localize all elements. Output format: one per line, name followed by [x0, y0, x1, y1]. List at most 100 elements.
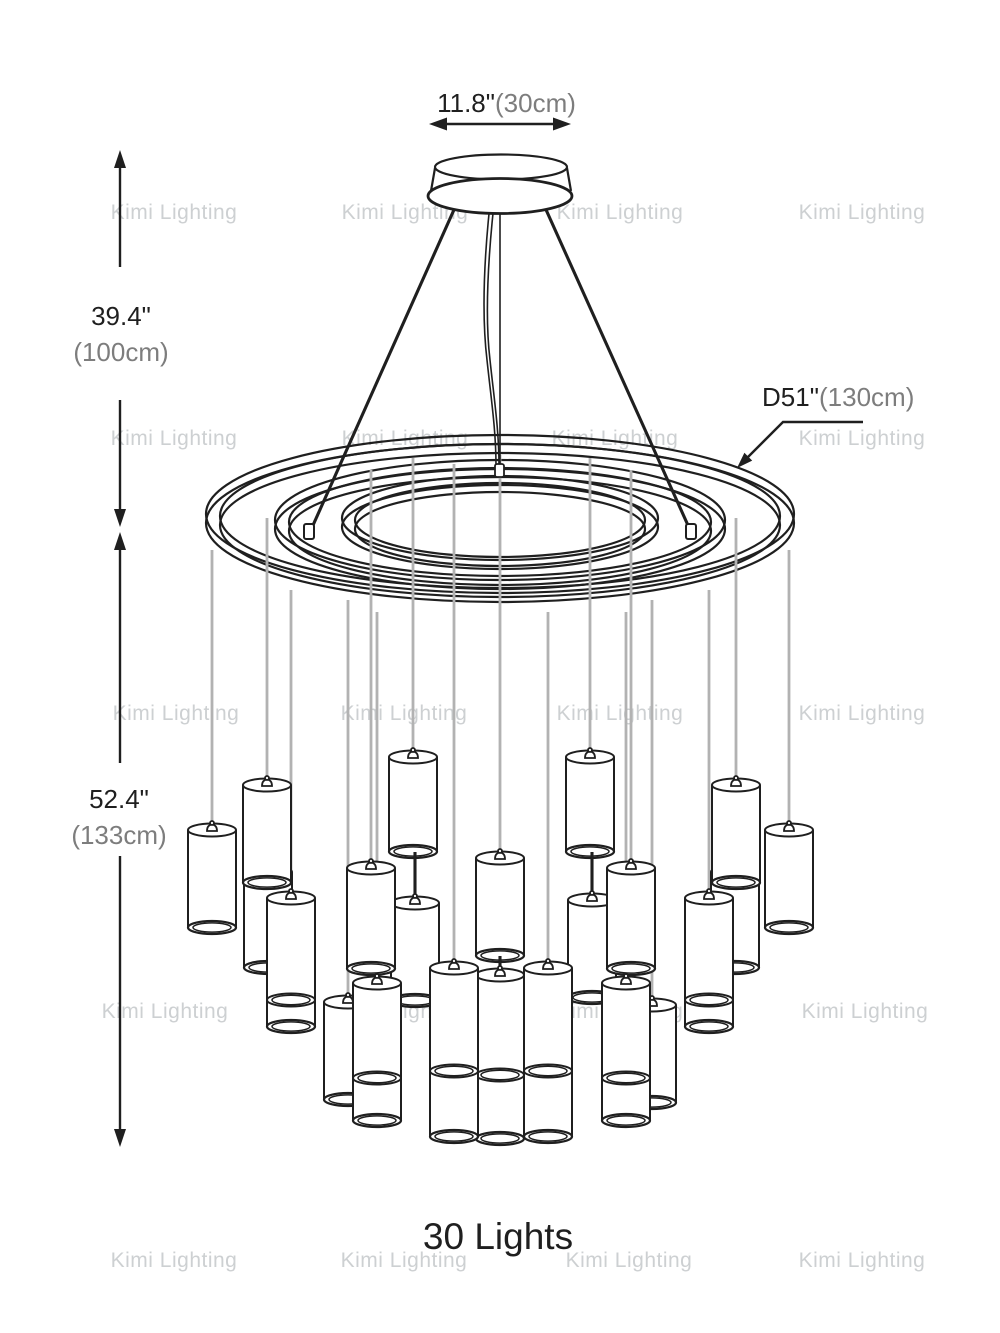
arrowhead-diagonal-icon	[737, 452, 753, 468]
dimension-fixture-height	[114, 532, 126, 1147]
pendant-inner-ring	[429, 1063, 479, 1079]
pendant-cap-nipple	[374, 973, 380, 979]
watermark-text: Kimi Lighting	[102, 1000, 229, 1023]
pendant-body-fill	[243, 778, 291, 890]
pendant-cap-nipple	[410, 747, 416, 753]
power-cord-second-line	[483, 185, 497, 467]
rod-connector-left	[303, 523, 315, 540]
pendant-cap-nipple	[209, 820, 215, 826]
arrowhead-left-icon	[429, 117, 447, 131]
dimension-ring-diameter-callout	[737, 420, 863, 468]
pendant-bottom-rim-inner	[689, 1021, 729, 1032]
suspension-rod-right	[541, 202, 693, 533]
hanging-height-value: 39.4"	[91, 301, 151, 331]
pendant-inner-ring	[266, 992, 316, 1008]
power-cord	[486, 185, 500, 467]
pendant-body-fill	[712, 778, 760, 890]
watermark-text: Kimi Lighting	[111, 201, 238, 224]
pendant-cap-nipple	[706, 888, 712, 894]
watermark-text: Kimi Lighting	[557, 201, 684, 224]
watermark-text: Kimi Lighting	[799, 1249, 926, 1272]
pendant-inner-ring-line	[434, 1065, 474, 1077]
canopy-side-left	[429, 167, 437, 192]
suspension-structure	[303, 153, 697, 540]
label-layer: 11.8" (30cm) 39.4" (100cm) 52.4" (133cm)…	[71, 88, 914, 1257]
pendant-inner-ring-line	[528, 1065, 568, 1077]
pendant-inner-ring	[684, 992, 734, 1008]
fixture-height-value: 52.4"	[89, 784, 149, 814]
pendant-body-fill	[391, 896, 439, 1007]
pendant-cap-nipple	[368, 858, 374, 864]
watermark-text: Kimi Lighting	[111, 427, 238, 450]
watermark-text: Kimi Lighting	[799, 702, 926, 725]
pendant-bottom-rim-inner	[357, 1115, 397, 1126]
pendant-body-fill	[607, 861, 655, 975]
pendant-bottom-rim-inner	[271, 1021, 311, 1032]
pendant-bottom-rim-inner	[480, 1133, 520, 1144]
watermark-text: Kimi Lighting	[341, 1249, 468, 1272]
pendant-cap-nipple	[451, 958, 457, 964]
pendant-body-fill	[524, 961, 572, 1143]
pendant-body-fill	[347, 861, 395, 975]
pendant-cap-nipple	[587, 747, 593, 753]
pendant-cap-nipple	[589, 890, 595, 896]
pendant-bottom-rim-inner	[528, 1131, 568, 1142]
watermark-text: Kimi Lighting	[799, 427, 926, 450]
pendant-bottom-rim-inner	[611, 963, 651, 974]
pendant-body-fill	[476, 851, 524, 962]
pendant-cap-nipple	[497, 848, 503, 854]
canopy-plate	[426, 177, 574, 215]
hanging-height-metric: (100cm)	[73, 337, 168, 367]
pendant-inner-ring	[523, 1063, 573, 1079]
pendant-cap-nipple	[345, 992, 351, 998]
arrowhead-down-icon	[114, 509, 126, 527]
pendant-inner-ring-line	[689, 994, 729, 1006]
pendant-body-fill	[765, 823, 813, 934]
light-count-caption: 30 Lights	[423, 1216, 573, 1257]
pendant-inner-ring	[601, 1070, 651, 1086]
pendant-cap-nipple	[497, 965, 503, 971]
pendant-body-fill	[476, 968, 524, 1145]
pendant-cap-nipple	[623, 973, 629, 979]
pendant-body-fill	[267, 891, 315, 1033]
rod-connector-right	[685, 523, 697, 540]
pendant-bottom-rim-inner	[570, 846, 610, 857]
arrowhead-right-icon	[553, 117, 571, 131]
ring-diameter-value: D51"	[762, 382, 819, 412]
dimension-canopy-width	[429, 117, 571, 131]
pendant-body-fill	[353, 976, 401, 1128]
canopy-side-right	[565, 167, 573, 192]
pendant-bottom-rim-inner	[247, 877, 287, 888]
canopy-top	[433, 153, 569, 181]
pendant-inner-ring-line	[357, 1072, 397, 1084]
pendant-cap-nipple	[288, 888, 294, 894]
ring-diameter-metric: (130cm)	[819, 382, 914, 412]
pendant-cap-nipple	[733, 775, 739, 781]
pendant-bottom-rim-inner	[393, 846, 433, 857]
pendant-cap-nipple	[264, 775, 270, 781]
fixture-height-metric: (133cm)	[71, 820, 166, 850]
arrowhead-up-icon	[114, 150, 126, 168]
pendant-inner-ring	[352, 1070, 402, 1086]
pendant-bottom-rim-inner	[192, 922, 232, 933]
canopy-width-value: 11.8"	[437, 88, 495, 118]
pendant-bottom-rim-inner	[606, 1115, 646, 1126]
watermark-text: Kimi Lighting	[342, 201, 469, 224]
watermark-text: Kimi Lighting	[799, 201, 926, 224]
pendant-body-fill	[430, 961, 478, 1143]
cord-connector	[494, 463, 505, 478]
pendant-cap-nipple	[786, 820, 792, 826]
pendant-bottom-rim-inner	[716, 877, 756, 888]
pendant-layer	[186, 747, 815, 1147]
watermark-text: Kimi Lighting	[557, 702, 684, 725]
watermark-text: Kimi Lighting	[341, 702, 468, 725]
dimension-hanging-height	[114, 150, 126, 527]
arrowhead-down-icon	[114, 1129, 126, 1147]
pendant-cap-nipple	[545, 958, 551, 964]
watermark-text: Kimi Lighting	[111, 1249, 238, 1272]
pendant-inner-ring-line	[480, 1069, 520, 1081]
pendant-inner-ring-line	[606, 1072, 646, 1084]
suspension-rod-left	[308, 202, 459, 533]
